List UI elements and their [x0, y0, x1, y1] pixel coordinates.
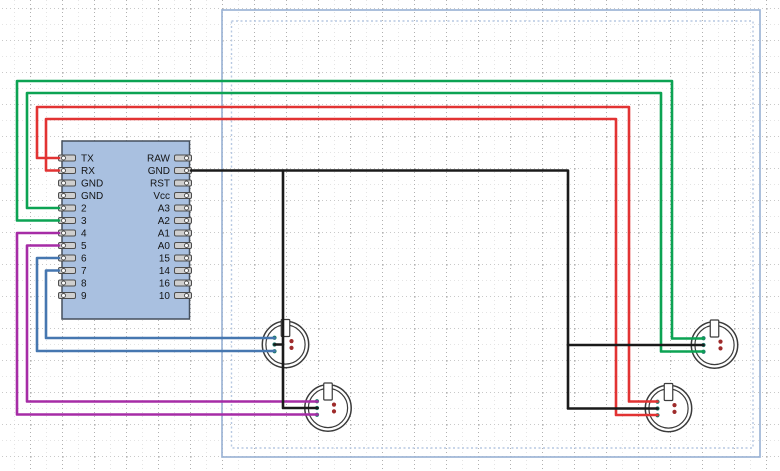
wire-green-pin3[interactable]	[15, 79, 705, 340]
mcu-pin-label: A2	[158, 216, 171, 227]
mcu-pin-label: 4	[81, 228, 87, 239]
mcu-pin-label: 9	[81, 291, 87, 302]
mcu-pin-label: 15	[159, 253, 171, 264]
mcu-pin-label: 3	[81, 216, 87, 227]
mcu-pin-label: 10	[159, 291, 171, 302]
mcu-pin-label: A1	[158, 228, 171, 239]
printable-area-frame	[230, 20, 754, 449]
wires	[15, 79, 705, 417]
mcu-pin-label: Vcc	[153, 191, 170, 202]
mcu-pin-label: RAW	[147, 153, 171, 164]
mcu-pin-label: A0	[158, 241, 171, 252]
mcu-pin-label: TX	[81, 153, 94, 164]
mcu-pin-label: 16	[159, 278, 171, 289]
wire-green-pin2[interactable]	[25, 91, 705, 353]
mcu-pin-label: GND	[81, 191, 103, 202]
mcu-pin-label: 8	[81, 278, 87, 289]
wire-purple-pin4[interactable]	[15, 231, 319, 416]
wire-blue-pin6[interactable]	[35, 256, 276, 353]
mcu-pin-label: GND	[148, 166, 170, 177]
mcu-pin-label: A3	[158, 203, 171, 214]
mcu-pin-label: 5	[81, 241, 87, 252]
wire-blue-pin7[interactable]	[44, 269, 276, 340]
mcu-board[interactable]: TX RX GND GND 2 3 4 5 6 7 8 9 RAW GND RS…	[58, 140, 192, 320]
wire-purple-pin5[interactable]	[25, 244, 319, 403]
sketch-area-frame	[221, 9, 761, 458]
mcu-pin-label: 14	[159, 266, 171, 277]
mcu-pin-label: RX	[81, 166, 95, 177]
wire-red-rx[interactable]	[44, 117, 659, 417]
mcu-pin-label: 6	[81, 253, 87, 264]
mcu-pin-label: GND	[81, 178, 103, 189]
wire-red-tx[interactable]	[35, 105, 659, 403]
mcu-pin-label: 2	[81, 203, 87, 214]
mcu-pin-label: RST	[150, 178, 170, 189]
wire-black-gnd-main[interactable]	[189, 169, 659, 410]
mcu-pin-label: 7	[81, 266, 87, 277]
wire-black-gnd-branch-left[interactable]	[281, 169, 319, 410]
